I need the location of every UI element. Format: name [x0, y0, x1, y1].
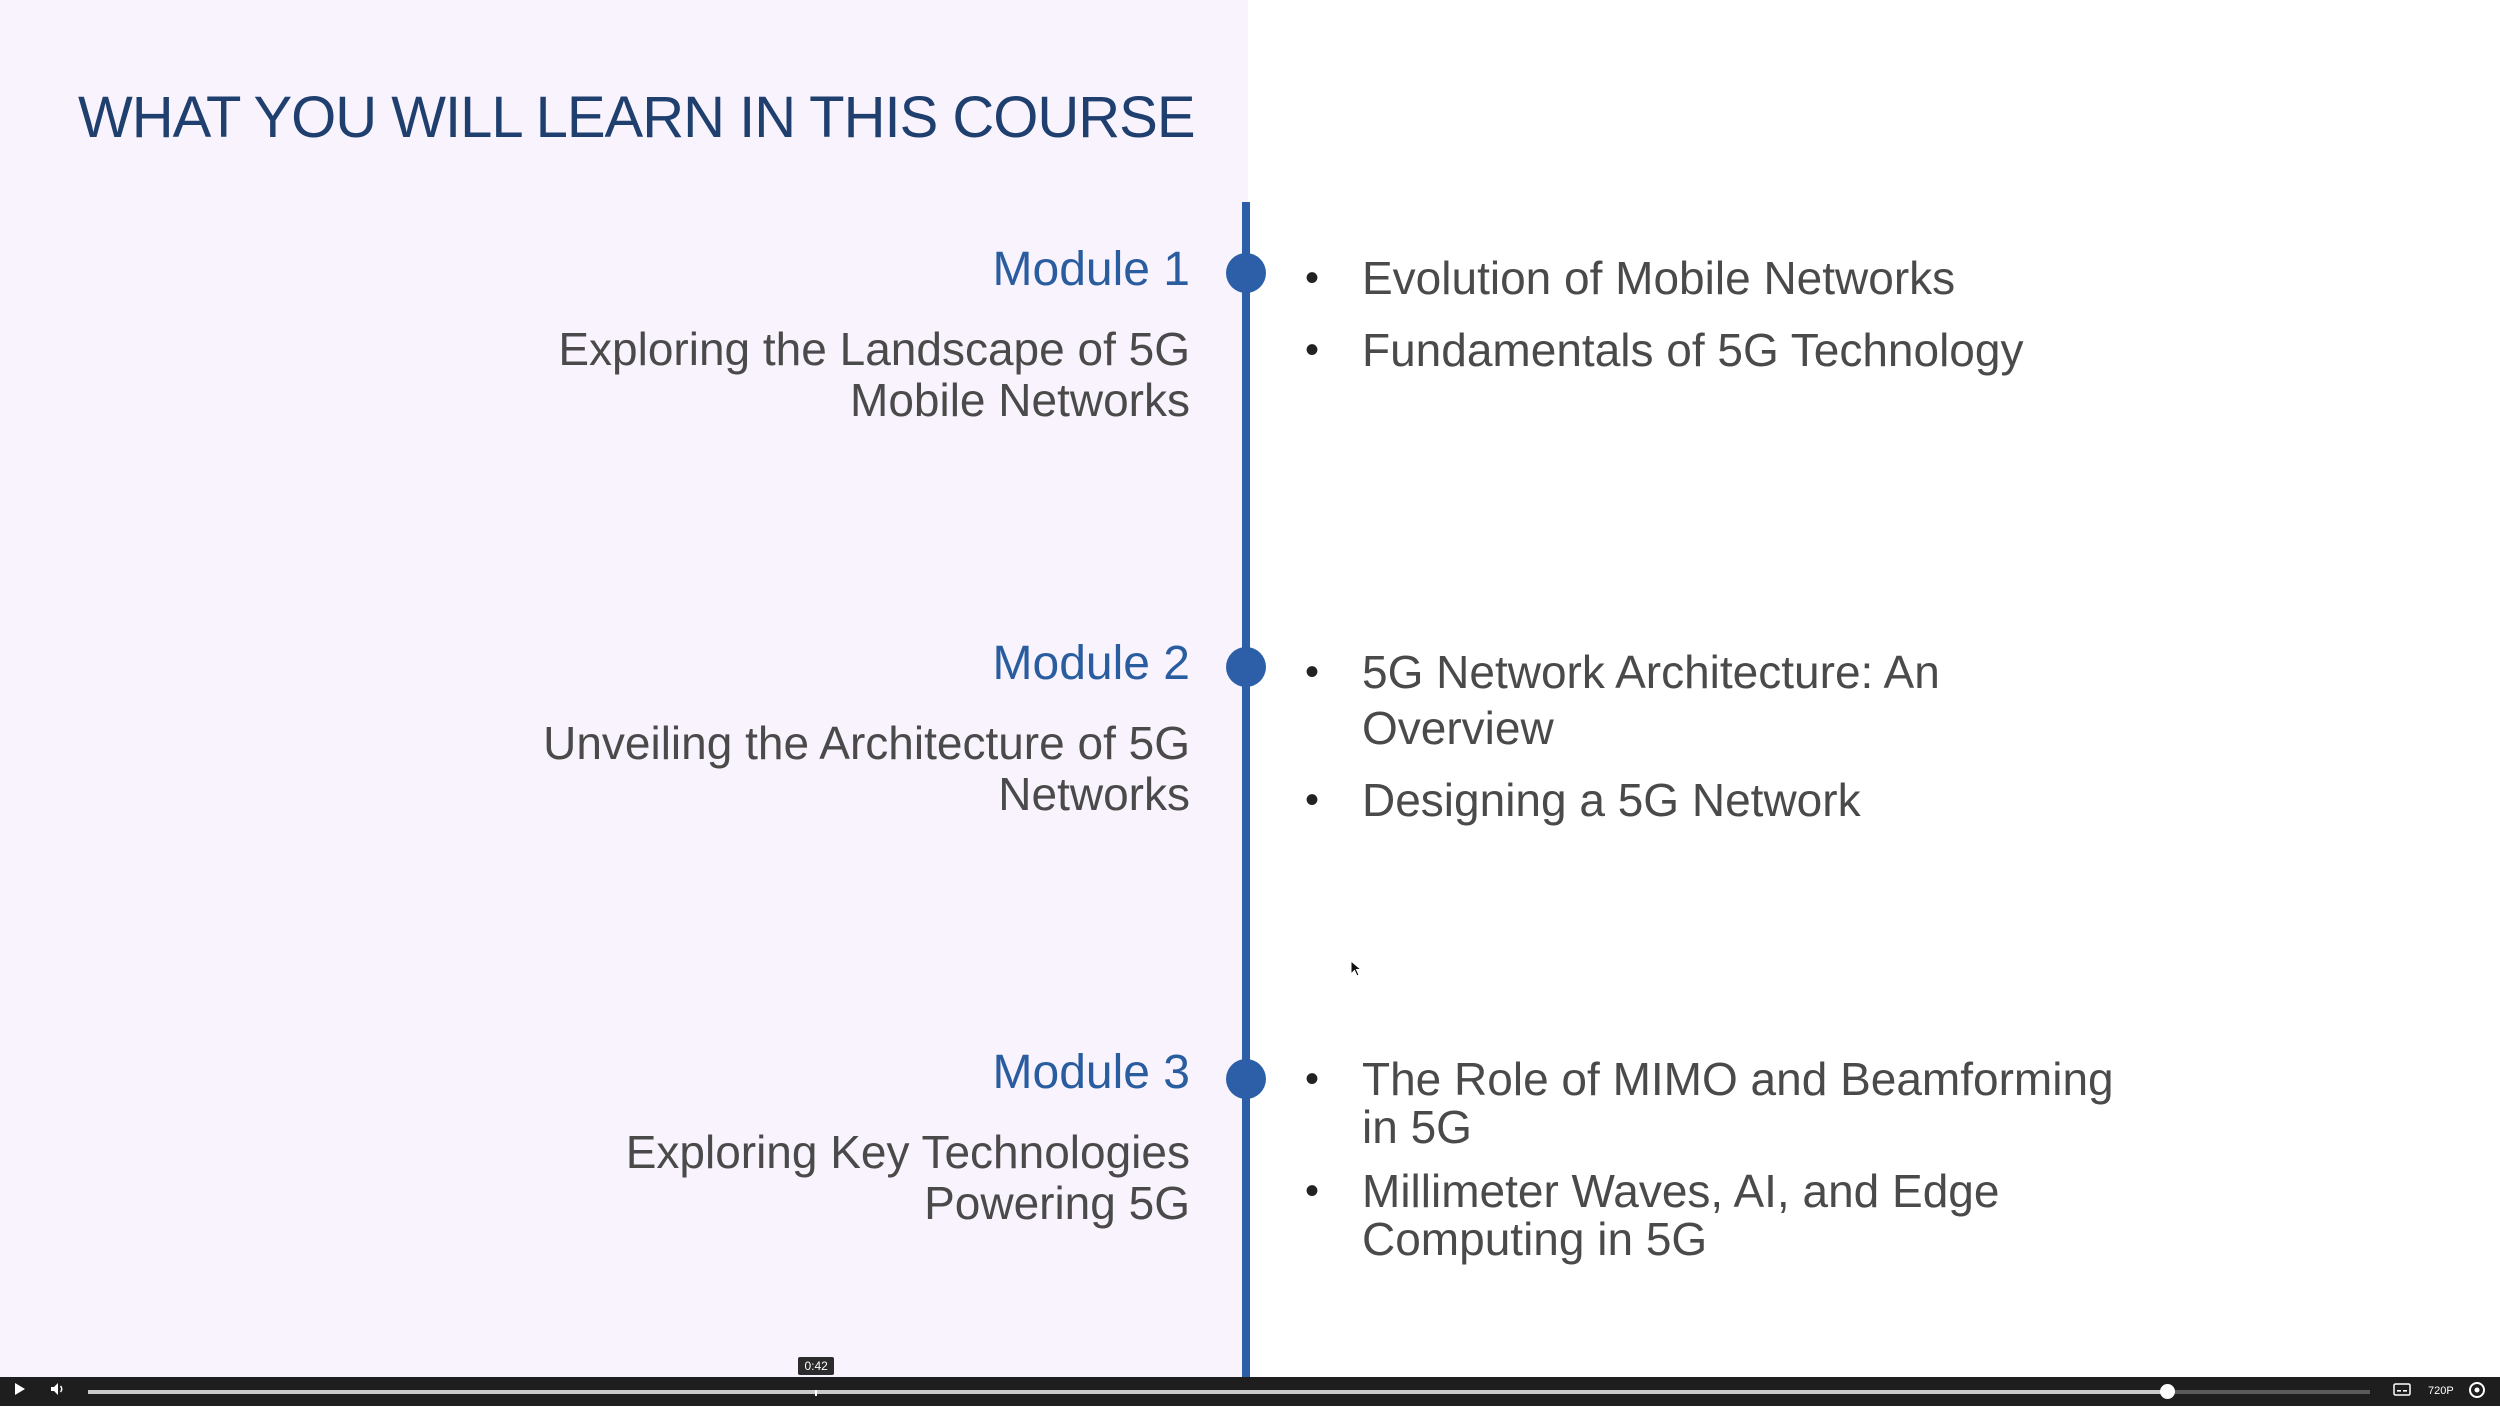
bullet-icon: •	[1305, 1057, 1320, 1101]
progress-bar[interactable]	[88, 1384, 2370, 1399]
captions-button[interactable]	[2390, 1380, 2414, 1404]
module-1-description-line: Mobile Networks	[850, 374, 1190, 426]
list-item: • Fundamentals of 5G Technology	[1305, 322, 2125, 378]
hover-time-tooltip: 0:42	[798, 1357, 834, 1375]
bullet-icon: •	[1305, 328, 1320, 372]
quality-button[interactable]: 720P	[2428, 1385, 2454, 1397]
slide-title: WHAT YOU WILL LEARN IN THIS COURSE	[78, 85, 1196, 150]
timeline-dot-module-3	[1226, 1059, 1266, 1099]
bullet-icon: •	[1305, 1169, 1320, 1213]
module-1-topics: • Evolution of Mobile Networks • Fundame…	[1305, 250, 2125, 378]
settings-button[interactable]	[2465, 1380, 2489, 1404]
topic-line: Evolution of Mobile Networks	[1362, 252, 1956, 304]
play-icon	[15, 1383, 25, 1395]
module-2-topics: • 5G Network Architecture: An Overview •…	[1305, 644, 2125, 828]
module-3-label: Module 3	[992, 1046, 1190, 1099]
list-item: • The Role of MIMO and Beamforming in 5G	[1305, 1055, 2125, 1151]
module-1-description: Exploring the Landscape of 5G Mobile Net…	[430, 324, 1190, 426]
module-1-label: Module 1	[992, 243, 1190, 296]
module-3-topics: • The Role of MIMO and Beamforming in 5G…	[1305, 1055, 2125, 1263]
module-3-description-line: Exploring Key Technologies	[625, 1126, 1190, 1178]
list-item: • Evolution of Mobile Networks	[1305, 250, 2125, 306]
list-item: • 5G Network Architecture: An Overview	[1305, 644, 2125, 756]
module-3-description-line: Powering 5G	[924, 1177, 1190, 1229]
slide-right-panel	[1248, 0, 2500, 1377]
topic-line: The Role of MIMO and Beamforming	[1362, 1053, 2114, 1105]
volume-icon	[51, 1383, 63, 1395]
module-2-description: Unveiling the Architecture of 5G Network…	[430, 718, 1190, 820]
timeline-dot-module-2	[1226, 647, 1266, 687]
current-time-tooltip: 2:00	[2155, 1359, 2179, 1373]
slide-left-panel	[0, 0, 1248, 1377]
topic-line: Designing a 5G Network	[1362, 774, 1861, 826]
bullet-icon: •	[1305, 256, 1320, 300]
module-1-description-line: Exploring the Landscape of 5G	[558, 323, 1190, 375]
bullet-icon: •	[1305, 650, 1320, 694]
progress-bar-played	[88, 1390, 2167, 1394]
topic-line: Millimeter Waves, AI, and Edge	[1362, 1165, 2000, 1217]
play-button[interactable]	[8, 1380, 32, 1404]
timeline-dot-module-1	[1226, 253, 1266, 293]
module-2-label: Module 2	[992, 637, 1190, 690]
topic-line: Fundamentals of 5G Technology	[1362, 324, 2024, 376]
progress-hover-marker	[814, 1390, 817, 1396]
list-item: • Millimeter Waves, AI, and Edge Computi…	[1305, 1167, 2125, 1263]
bullet-icon: •	[1305, 778, 1320, 822]
list-item: • Designing a 5G Network	[1305, 772, 2125, 828]
progress-bar-handle[interactable]	[2159, 1384, 2175, 1399]
volume-button[interactable]	[46, 1380, 70, 1404]
module-2-description-line: Unveiling the Architecture of 5G	[543, 717, 1190, 769]
timeline-line	[1242, 202, 1250, 1377]
mouse-cursor-icon	[1350, 960, 1363, 977]
module-3-description: Exploring Key Technologies Powering 5G	[430, 1127, 1190, 1229]
topic-line: in 5G	[1362, 1101, 1472, 1153]
settings-icon	[2469, 1382, 2485, 1398]
topic-line: Overview	[1362, 702, 1554, 754]
module-2-description-line: Networks	[998, 768, 1190, 820]
captions-icon	[2393, 1383, 2411, 1396]
topic-line: Computing in 5G	[1362, 1213, 1708, 1265]
topic-line: 5G Network Architecture: An	[1362, 646, 1940, 698]
